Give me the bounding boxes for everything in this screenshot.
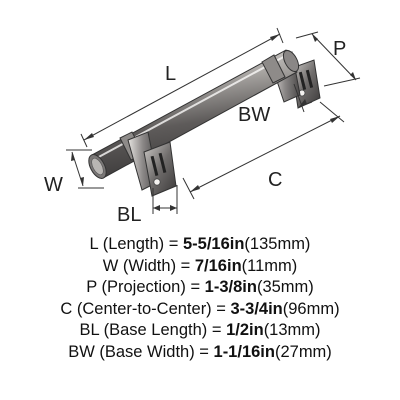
spec-length: L (Length) = 5-5/16in(135mm) bbox=[0, 234, 400, 256]
label-length: L bbox=[165, 63, 176, 85]
label-center-to-center: C bbox=[268, 169, 282, 191]
spec-metric: (27mm) bbox=[274, 342, 332, 361]
label-base-length: BL bbox=[117, 204, 141, 226]
spec-value: 3-3/4in bbox=[230, 299, 283, 318]
spec-value: 7/16in bbox=[194, 256, 242, 275]
spec-metric: (35mm) bbox=[256, 278, 314, 297]
spec-label: W (Width) = bbox=[102, 256, 195, 275]
dimension-lines bbox=[66, 27, 361, 214]
spec-width: W (Width) = 7/16in(11mm) bbox=[0, 256, 400, 278]
spec-base-width: BW (Base Width) = 1-1/16in(27mm) bbox=[0, 342, 400, 364]
spec-value: 1/2in bbox=[226, 321, 264, 340]
spec-value: 1-1/16in bbox=[213, 342, 275, 361]
spec-label: C (Center-to-Center) = bbox=[60, 299, 231, 318]
label-projection: P bbox=[333, 38, 346, 60]
cabinet-pull-diagram: L W P BW C BL bbox=[44, 27, 361, 226]
spec-projection: P (Projection) = 1-3/8in(35mm) bbox=[0, 277, 400, 299]
spec-label: L (Length) = bbox=[89, 235, 183, 253]
right-base bbox=[291, 59, 321, 109]
spec-value: 1-3/8in bbox=[204, 278, 257, 297]
spec-center-to-center: C (Center-to-Center) = 3-3/4in(96mm) bbox=[0, 299, 400, 321]
spec-list: L (Length) = 5-5/16in(135mm) W (Width) =… bbox=[0, 234, 400, 364]
left-base bbox=[143, 141, 177, 197]
spec-base-length: BL (Base Length) = 1/2in(13mm) bbox=[0, 320, 400, 342]
spec-label: BL (Base Length) = bbox=[79, 321, 227, 340]
spec-label: BW (Base Width) = bbox=[68, 342, 214, 361]
spec-metric: (96mm) bbox=[282, 299, 340, 318]
spec-metric: (13mm) bbox=[263, 321, 321, 340]
spec-value: 5-5/16in bbox=[182, 235, 245, 253]
spec-label: P (Projection) = bbox=[86, 278, 205, 297]
label-width: W bbox=[44, 174, 63, 196]
spec-metric: (135mm) bbox=[244, 235, 311, 253]
spec-metric: (11mm) bbox=[241, 256, 298, 275]
cabinet-pull bbox=[88, 49, 321, 197]
label-base-width: BW bbox=[238, 104, 270, 126]
